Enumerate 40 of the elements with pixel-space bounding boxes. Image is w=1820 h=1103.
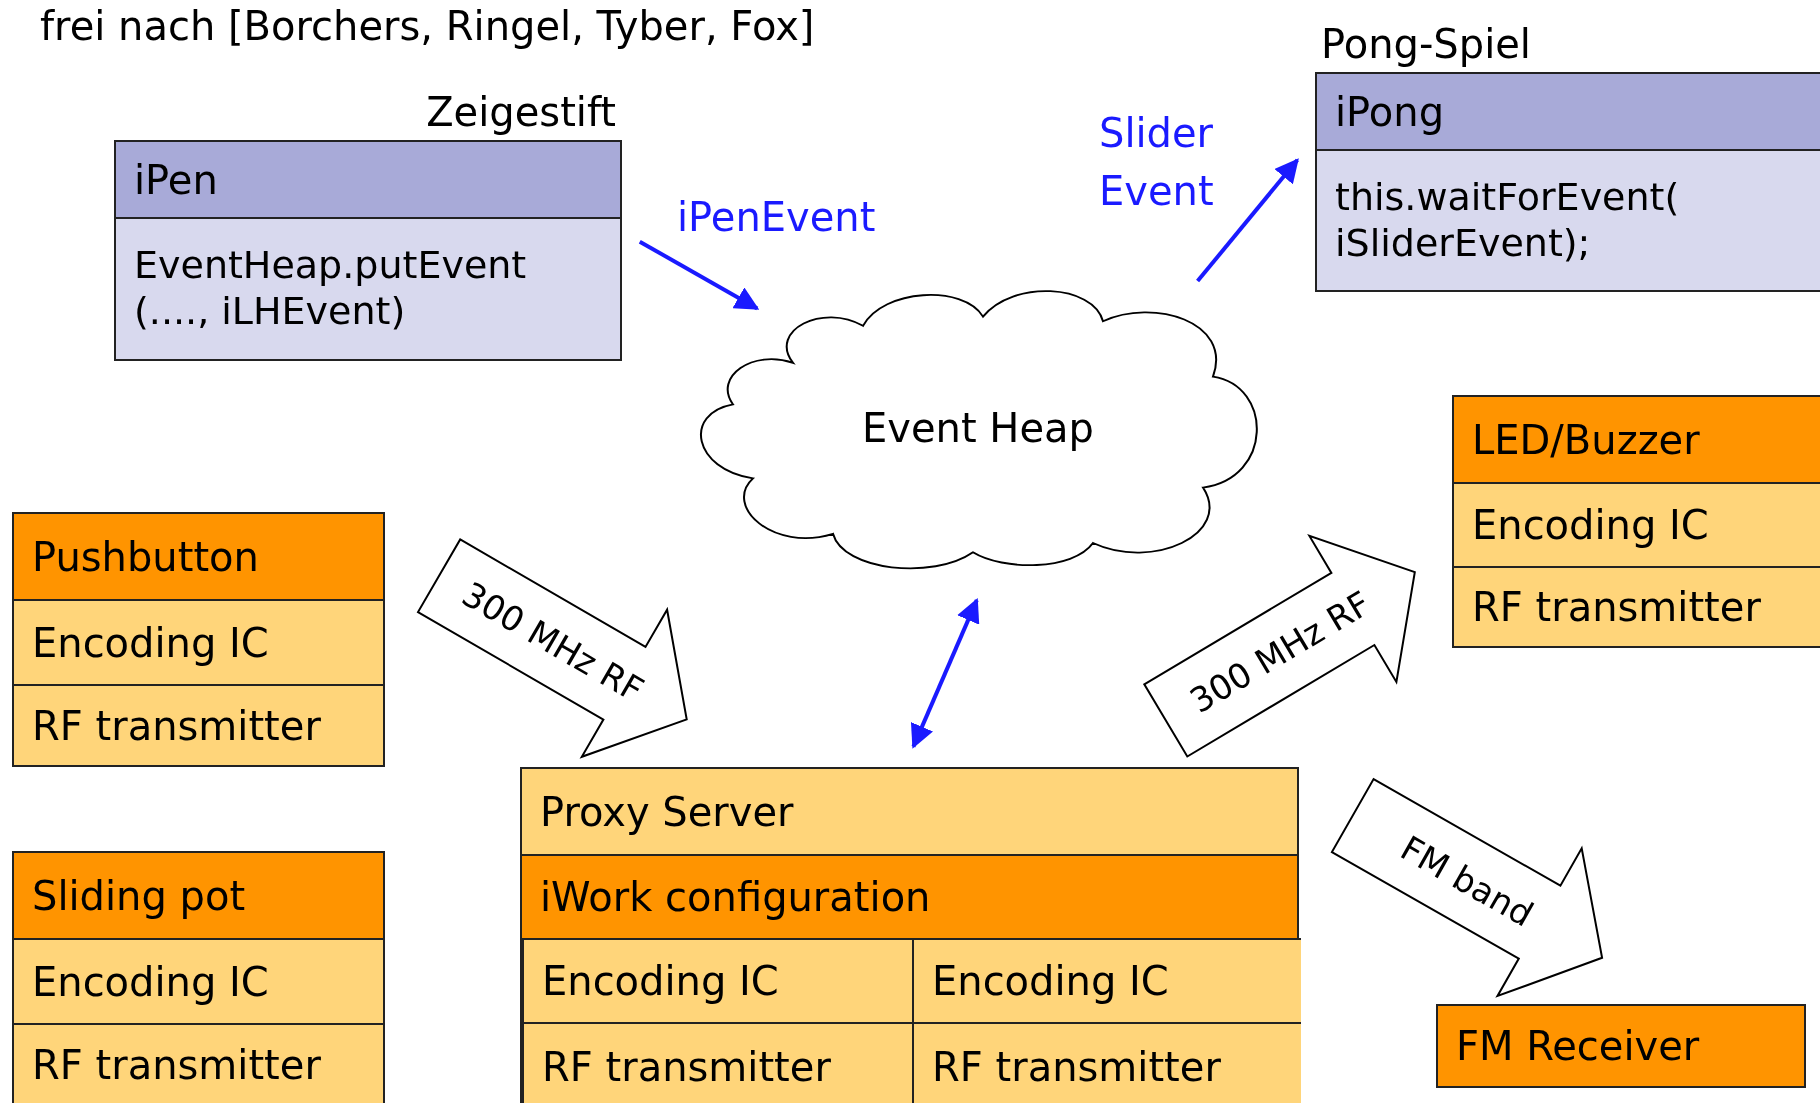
row-cell: Encoding IC xyxy=(1454,482,1820,566)
arrow xyxy=(910,597,980,749)
header-cell: LED/Buzzer xyxy=(1454,397,1820,482)
block-arrow xyxy=(416,538,688,759)
component-stack xyxy=(12,512,385,767)
row-cell: iWork configuration xyxy=(522,854,1297,938)
arrow xyxy=(1196,158,1299,283)
component-stack xyxy=(522,938,912,1103)
row-cell: this.waitForEvent( iSliderEvent); xyxy=(1317,149,1820,290)
row-cell: EventHeap.putEvent (...., iLHEvent) xyxy=(116,217,620,359)
header-cell: FM Receiver xyxy=(1438,1006,1804,1086)
arrow xyxy=(638,239,760,311)
component-stack xyxy=(12,851,385,1103)
component-stack xyxy=(1452,395,1820,648)
header-cell: Pushbutton xyxy=(14,514,383,599)
header-cell: iPen xyxy=(116,142,620,217)
server-stack xyxy=(520,767,1299,1103)
row-cell: Encoding IC xyxy=(14,938,383,1023)
row-cell: RF transmitter xyxy=(524,1022,912,1103)
header-cell: iPong xyxy=(1317,74,1820,149)
edge-label: iPenEvent xyxy=(677,193,877,242)
row-cell: RF transmitter xyxy=(14,1023,383,1103)
edge-label: Slider Event xyxy=(1099,109,1215,216)
edge-label: 300 MHz RF xyxy=(455,573,651,710)
header-cell: Encoding IC xyxy=(914,938,1301,1022)
edge-label: 300 MHz RF xyxy=(1183,583,1378,722)
title-label: Zeigestift xyxy=(426,88,616,136)
header-cell: Encoding IC xyxy=(524,938,912,1022)
citation-note: frei nach [Borchers, Ringel, Tyber, Fox] xyxy=(40,2,815,50)
component-stack xyxy=(912,938,1301,1103)
header-cell: Sliding pot xyxy=(14,853,383,938)
row-cell: Encoding IC xyxy=(14,599,383,684)
row-cell: RF transmitter xyxy=(1454,566,1820,646)
title-label: Pong-Spiel xyxy=(1321,20,1531,68)
row-cell: RF transmitter xyxy=(14,684,383,765)
row-cell: RF transmitter xyxy=(914,1022,1301,1103)
header-cell: Proxy Server xyxy=(522,769,1297,854)
block-arrow xyxy=(1330,777,1604,998)
block-arrow xyxy=(1142,534,1416,758)
cloud-label: Event Heap xyxy=(862,403,1094,453)
